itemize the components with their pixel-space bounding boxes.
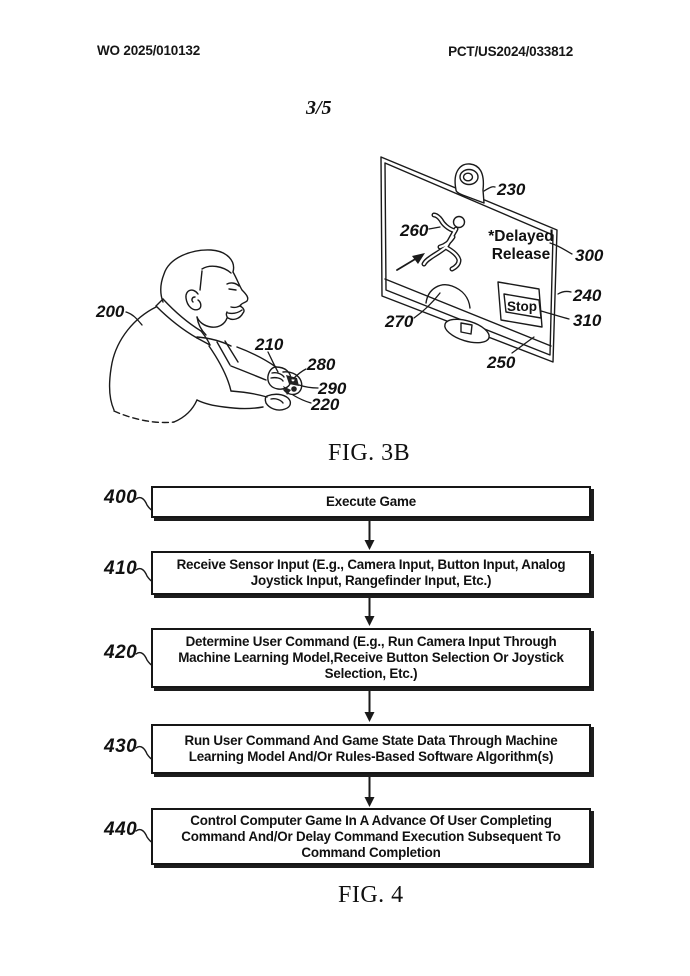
- ref-440: 440: [104, 819, 138, 840]
- sheet-number: 3/5: [306, 97, 332, 119]
- delayed-release-line1: *Delayed: [488, 228, 553, 245]
- controller: [282, 371, 303, 396]
- ref-410: 410: [104, 558, 138, 579]
- ref-240-display-edge: 240: [572, 286, 602, 305]
- flowchart-step-execute-game: Execute Game: [151, 486, 591, 518]
- ref-220-hand: 220: [310, 395, 340, 414]
- flowchart-step-receive-sensor-input: Receive Sensor Input (E.g., Camera Input…: [151, 551, 591, 595]
- ref-270-display-stand: 270: [384, 312, 414, 331]
- tv-display: [380, 156, 558, 363]
- motion-arrow-icon: [396, 253, 425, 271]
- ref-260-game-character: 260: [399, 221, 429, 240]
- game-character-icon: [421, 212, 466, 272]
- camera: [454, 163, 485, 204]
- ref-400: 400: [104, 487, 138, 508]
- ref-420: 420: [104, 642, 138, 663]
- ref-300-annotation: 300: [575, 246, 604, 265]
- person-figure: [108, 249, 303, 424]
- flowchart-arrows: [364, 517, 375, 807]
- stop-button-label: Stop: [507, 299, 537, 314]
- ref-430: 430: [104, 736, 138, 757]
- flowchart-step-control-game: Control Computer Game In A Advance Of Us…: [151, 808, 591, 865]
- ref-310-stop-button: 310: [573, 311, 602, 330]
- fig-3b-caption: FIG. 3B: [328, 440, 411, 466]
- ref-250-display-bottom: 250: [486, 353, 516, 372]
- flowchart-step-run-ml-model: Run User Command And Game State Data Thr…: [151, 724, 591, 774]
- ref-280-controller-top: 280: [306, 355, 336, 374]
- ref-230-camera: 230: [496, 180, 526, 199]
- stop-button: [497, 281, 543, 328]
- ref-200-person: 200: [95, 302, 125, 321]
- ref-210-controller: 210: [254, 335, 284, 354]
- flowchart-step-determine-user-command: Determine User Command (E.g., Run Camera…: [151, 628, 591, 688]
- leader-lines: [125, 186, 573, 404]
- application-number: PCT/US2024/033812: [448, 44, 573, 59]
- delayed-release-line2: Release: [492, 246, 551, 263]
- ref-290-controller-side: 290: [317, 379, 347, 398]
- fig-4-caption: FIG. 4: [338, 882, 404, 908]
- publication-number: WO 2025/010132: [97, 43, 201, 58]
